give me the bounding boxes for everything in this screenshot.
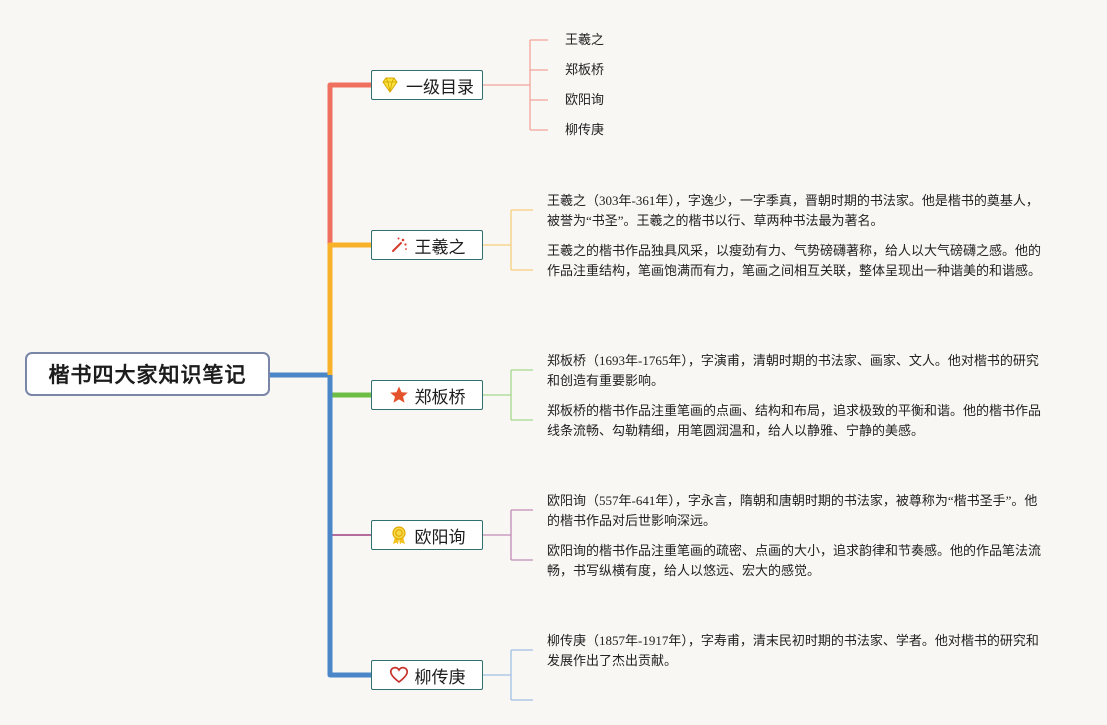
topic-label: 王羲之 [414, 237, 466, 258]
award-ribbon-icon [389, 525, 409, 545]
diamond-icon [380, 75, 400, 95]
note-paragraph[interactable]: 欧阳询（557年-641年），字永言，隋朝和唐朝时期的书法家，被尊称为“楷书圣手… [547, 493, 1038, 528]
topic-directory[interactable]: 一级目录 [371, 70, 483, 100]
topic-liu[interactable]: 柳传庚 [371, 660, 483, 690]
directory-item[interactable]: 郑板桥 [565, 63, 605, 78]
topic-label: 欧阳询 [414, 527, 466, 548]
topic-zheng[interactable]: 郑板桥 [371, 380, 483, 410]
leaf-lines-liu [483, 649, 533, 701]
branch-line-liu [327, 375, 371, 678]
root-node[interactable]: 楷书四大家知识笔记 [25, 352, 270, 396]
magic-wand-icon [389, 235, 409, 255]
note-paragraph[interactable]: 欧阳询的楷书作品注重笔画的疏密、点画的大小，追求韵律和节奏感。他的作品笔法流畅，… [547, 543, 1042, 578]
branch-line-wang [327, 242, 371, 375]
topic-label: 柳传庚 [414, 667, 466, 688]
topic-label: 一级目录 [406, 77, 474, 98]
topic-ouyang[interactable]: 欧阳询 [371, 520, 483, 550]
root-title: 楷书四大家知识笔记 [48, 363, 247, 387]
directory-item[interactable]: 欧阳询 [565, 93, 605, 108]
leaf-lines-ouyang [483, 509, 533, 561]
directory-item[interactable]: 柳传庚 [565, 123, 605, 138]
note-paragraph[interactable]: 王羲之的楷书作品独具风采，以瘦劲有力、气势磅礴著称，给人以大气磅礴之感。他的作品… [547, 243, 1042, 278]
topic-wang[interactable]: 王羲之 [371, 230, 483, 260]
note-paragraph[interactable]: 郑板桥的楷书作品注重笔画的点画、结构和布局，追求极致的平衡和谐。他的楷书作品线条… [547, 403, 1042, 438]
topic-label: 郑板桥 [414, 387, 466, 408]
note-paragraph[interactable]: 柳传庚（1857年-1917年），字寿甫，清末民初时期的书法家、学者。他对楷书的… [547, 633, 1039, 668]
leaf-lines-directory [483, 39, 548, 131]
note-paragraph[interactable]: 王羲之（303年-361年），字逸少，一字季真，晋朝时期的书法家。他是楷书的奠基… [547, 193, 1039, 228]
leaf-lines-zheng [483, 369, 533, 421]
note-paragraph[interactable]: 郑板桥（1693年-1765年），字演甫，清朝时期的书法家、画家、文人。他对楷书… [547, 353, 1039, 388]
leaf-lines-wang [483, 209, 533, 271]
directory-item[interactable]: 王羲之 [565, 33, 605, 48]
branch-line-directory [327, 82, 371, 375]
heart-icon [389, 665, 409, 685]
star-icon [389, 385, 409, 405]
